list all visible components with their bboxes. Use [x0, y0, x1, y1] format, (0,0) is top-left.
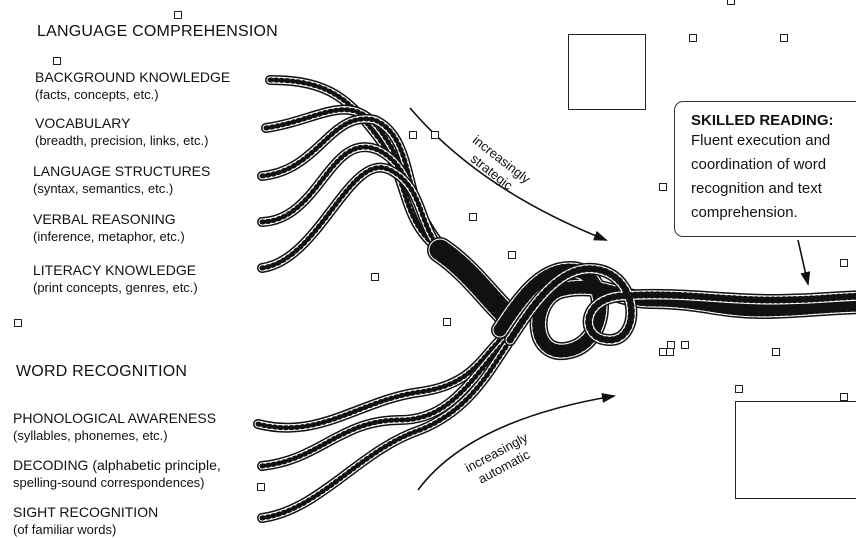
language-comprehension-heading: LANGUAGE COMPREHENSION	[37, 23, 278, 41]
skilled-reading-line: recognition and text	[691, 177, 856, 201]
lc-item-background-knowledge: BACKGROUND KNOWLEDGE (facts, concepts, e…	[35, 68, 230, 103]
skilled-reading-callout: SKILLED READING: Fluent execution and co…	[674, 101, 856, 237]
wr-item-sight-recognition: SIGHT RECOGNITION (of familiar words)	[13, 503, 158, 538]
marker-square	[780, 34, 788, 42]
wr-item-decoding: DECODING (alphabetic principle, spelling…	[13, 456, 221, 491]
wr-item-phonological-awareness: PHONOLOGICAL AWARENESS (syllables, phone…	[13, 409, 216, 444]
marker-square	[431, 131, 439, 139]
skilled-reading-title: SKILLED READING:	[691, 112, 856, 129]
skilled-reading-arrow	[798, 240, 808, 284]
placeholder-box-bottom	[735, 401, 856, 499]
skilled-reading-line: Fluent execution and	[691, 129, 856, 153]
wr-item-label: PHONOLOGICAL AWARENESS	[13, 409, 216, 427]
lc-item-label: LANGUAGE STRUCTURES	[33, 162, 210, 180]
marker-square	[681, 341, 689, 349]
lc-item-detail: (print concepts, genres, etc.)	[33, 279, 198, 296]
marker-square	[443, 318, 451, 326]
lc-item-label: VERBAL REASONING	[33, 210, 185, 228]
skilled-reading-line: comprehension.	[691, 201, 856, 225]
wr-item-label: SIGHT RECOGNITION	[13, 503, 158, 521]
lc-item-vocabulary: VOCABULARY (breadth, precision, links, e…	[35, 114, 208, 149]
marker-square	[666, 348, 674, 356]
lc-item-detail: (breadth, precision, links, etc.)	[35, 132, 208, 149]
lc-item-detail: (syntax, semantics, etc.)	[33, 180, 210, 197]
marker-square	[840, 259, 848, 267]
lc-item-detail: (facts, concepts, etc.)	[35, 86, 230, 103]
marker-square	[840, 393, 848, 401]
marker-square	[469, 213, 477, 221]
marker-square	[371, 273, 379, 281]
marker-square	[735, 385, 743, 393]
wr-item-detail: spelling-sound correspondences)	[13, 474, 221, 491]
lc-item-literacy-knowledge: LITERACY KNOWLEDGE (print concepts, genr…	[33, 261, 198, 296]
marker-square	[409, 131, 417, 139]
lc-item-label: VOCABULARY	[35, 114, 208, 132]
lc-item-language-structures: LANGUAGE STRUCTURES (syntax, semantics, …	[33, 162, 210, 197]
skilled-reading-line: coordination of word	[691, 153, 856, 177]
marker-square	[174, 11, 182, 19]
lc-item-label: LITERACY KNOWLEDGE	[33, 261, 198, 279]
marker-square	[689, 34, 697, 42]
marker-square	[14, 319, 22, 327]
lc-item-label: BACKGROUND KNOWLEDGE	[35, 68, 230, 86]
wr-item-detail: (syllables, phonemes, etc.)	[13, 427, 216, 444]
marker-square	[508, 251, 516, 259]
marker-square	[727, 0, 735, 5]
marker-square	[53, 57, 61, 65]
word-recognition-heading: WORD RECOGNITION	[16, 363, 187, 381]
lc-item-detail: (inference, metaphor, etc.)	[33, 228, 185, 245]
marker-square	[772, 348, 780, 356]
marker-square	[659, 183, 667, 191]
wr-item-detail: (of familiar words)	[13, 521, 158, 538]
placeholder-box-top	[568, 34, 646, 110]
marker-square	[257, 483, 265, 491]
wr-item-label: DECODING (alphabetic principle,	[13, 456, 221, 474]
lc-item-verbal-reasoning: VERBAL REASONING (inference, metaphor, e…	[33, 210, 185, 245]
